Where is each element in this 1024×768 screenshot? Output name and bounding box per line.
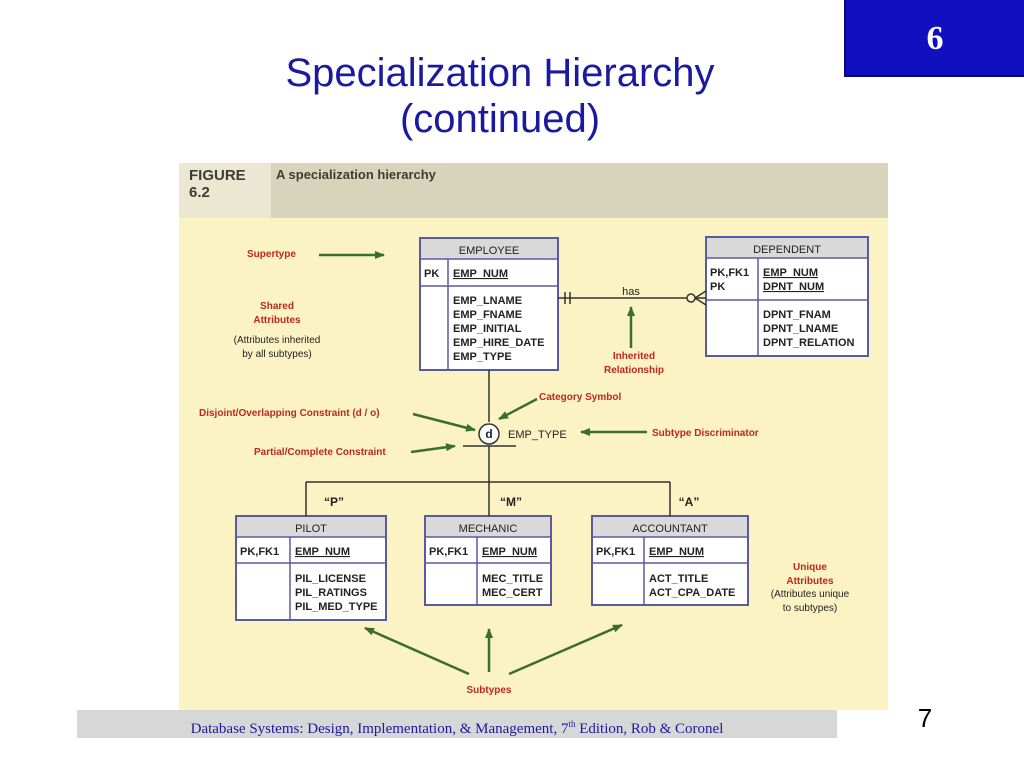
entity-mechanic: MECHANIC PK,FK1 EMP_NUM MEC_TITLE MEC_CE… bbox=[424, 515, 552, 606]
entity-pilot: PILOT PK,FK1 EMP_NUM PIL_LICENSE PIL_RAT… bbox=[235, 515, 387, 621]
discriminator-value-m: “M” bbox=[500, 495, 522, 509]
employee-attr: EMP_HIRE_DATE bbox=[453, 337, 544, 349]
mechanic-attr: MEC_CERT bbox=[482, 587, 543, 599]
slide-title: Specialization Hierarchy (continued) bbox=[150, 50, 850, 142]
employee-key-type: PK bbox=[424, 268, 439, 280]
dependent-pk-attr: EMP_NUM bbox=[763, 267, 818, 279]
pilot-pk-attr: EMP_NUM bbox=[295, 546, 350, 558]
footer-text-end: Edition, Rob & Coronel bbox=[575, 721, 724, 737]
annotation-inherited: Relationship bbox=[604, 365, 664, 376]
figure-caption: A specialization hierarchy bbox=[276, 167, 436, 182]
figure-tab bbox=[179, 163, 271, 218]
accountant-key-type: PK,FK1 bbox=[596, 546, 635, 558]
entity-accountant-name: ACCOUNTANT bbox=[632, 523, 708, 535]
annotation-subtypes: Subtypes bbox=[466, 685, 511, 696]
accountant-attr: ACT_CPA_DATE bbox=[649, 587, 735, 599]
pilot-attr: PIL_MED_TYPE bbox=[295, 601, 378, 613]
annotation-category-symbol: Category Symbol bbox=[539, 392, 621, 403]
mechanic-pk-attr: EMP_NUM bbox=[482, 546, 537, 558]
category-symbol: d bbox=[478, 423, 500, 445]
annotation-disjoint: Disjoint/Overlapping Constraint (d / o) bbox=[199, 408, 380, 419]
figure-label-line-2: 6.2 bbox=[189, 184, 210, 201]
footer-superscript: th bbox=[568, 719, 576, 729]
entity-employee: EMPLOYEE PK EMP_NUM EMP_LNAME EMP_FNAME … bbox=[419, 237, 559, 371]
footer-text: Database Systems: Design, Implementation… bbox=[190, 721, 569, 737]
entity-dependent-name: DEPENDENT bbox=[753, 244, 821, 256]
hierarchy-lines bbox=[305, 370, 671, 516]
page-number: 7 bbox=[917, 703, 933, 733]
dependent-attr: DPNT_LNAME bbox=[763, 323, 838, 335]
annotation-shared: by all subtypes) bbox=[242, 349, 311, 360]
annotation-inherited: Inherited bbox=[613, 351, 655, 362]
figure-label-line-1: FIGURE bbox=[189, 167, 246, 184]
annotation-subtype-discriminator: Subtype Discriminator bbox=[652, 428, 759, 439]
footer-citation: Database Systems: Design, Implementation… bbox=[77, 710, 837, 738]
annotation-unique: (Attributes unique bbox=[771, 589, 850, 600]
employee-attr: EMP_TYPE bbox=[453, 351, 512, 363]
accountant-pk-attr: EMP_NUM bbox=[649, 546, 704, 558]
title-line-1: Specialization Hierarchy bbox=[285, 51, 715, 95]
dependent-attr: DPNT_RELATION bbox=[763, 337, 855, 349]
annotation-unique: to subtypes) bbox=[783, 603, 837, 614]
annotation-shared: (Attributes inherited bbox=[234, 335, 321, 346]
chapter-number-badge: 6 bbox=[844, 0, 1024, 77]
specialization-diagram: EMPLOYEE PK EMP_NUM EMP_LNAME EMP_FNAME … bbox=[199, 236, 869, 696]
annotation-shared: Attributes bbox=[253, 315, 301, 326]
figure-label: FIGURE 6.2 bbox=[189, 167, 246, 201]
accountant-attr: ACT_TITLE bbox=[649, 573, 708, 585]
discriminator-value-p: “P” bbox=[324, 495, 344, 509]
annotation-unique: Unique bbox=[793, 562, 827, 573]
pilot-attr: PIL_RATINGS bbox=[295, 587, 367, 599]
figure-panel: FIGURE 6.2 A specialization hierarchy EM… bbox=[179, 163, 888, 710]
category-symbol-letter: d bbox=[485, 427, 492, 441]
annotation-unique: Attributes bbox=[786, 576, 834, 587]
figure-header: FIGURE 6.2 A specialization hierarchy bbox=[179, 163, 888, 218]
annotation-arrows bbox=[319, 251, 647, 676]
dependent-attr: DPNT_FNAM bbox=[763, 309, 831, 321]
employee-attr: EMP_LNAME bbox=[453, 295, 522, 307]
entity-employee-name: EMPLOYEE bbox=[459, 245, 520, 257]
mechanic-attr: MEC_TITLE bbox=[482, 573, 543, 585]
discriminator-value-a: “A” bbox=[679, 495, 700, 509]
pilot-key-type: PK,FK1 bbox=[240, 546, 279, 558]
entity-accountant: ACCOUNTANT PK,FK1 EMP_NUM ACT_TITLE ACT_… bbox=[591, 515, 749, 606]
entity-pilot-name: PILOT bbox=[295, 523, 327, 535]
entity-mechanic-name: MECHANIC bbox=[459, 523, 518, 535]
employee-attr: EMP_INITIAL bbox=[453, 323, 522, 335]
annotation-partial-complete: Partial/Complete Constraint bbox=[254, 447, 386, 458]
has-relationship-line: has bbox=[558, 286, 707, 306]
pilot-attr: PIL_LICENSE bbox=[295, 573, 366, 585]
dependent-pk-attr: DPNT_NUM bbox=[763, 281, 824, 293]
dependent-key-type: PK bbox=[710, 281, 725, 293]
entity-dependent: DEPENDENT PK,FK1 PK EMP_NUM DPNT_NUM DPN… bbox=[705, 236, 869, 357]
title-line-2: (continued) bbox=[399, 97, 601, 141]
employee-attr: EMP_FNAME bbox=[453, 309, 522, 321]
annotation-shared: Shared bbox=[260, 301, 294, 312]
subtype-discriminator-attr: EMP_TYPE bbox=[508, 429, 567, 441]
employee-pk-attr: EMP_NUM bbox=[453, 268, 508, 280]
annotation-supertype: Supertype bbox=[247, 249, 296, 260]
mechanic-key-type: PK,FK1 bbox=[429, 546, 468, 558]
dependent-key-type: PK,FK1 bbox=[710, 267, 749, 279]
annotation-labels: Supertype Shared Attributes (Attributes … bbox=[199, 249, 850, 696]
relationship-label: has bbox=[622, 286, 640, 298]
